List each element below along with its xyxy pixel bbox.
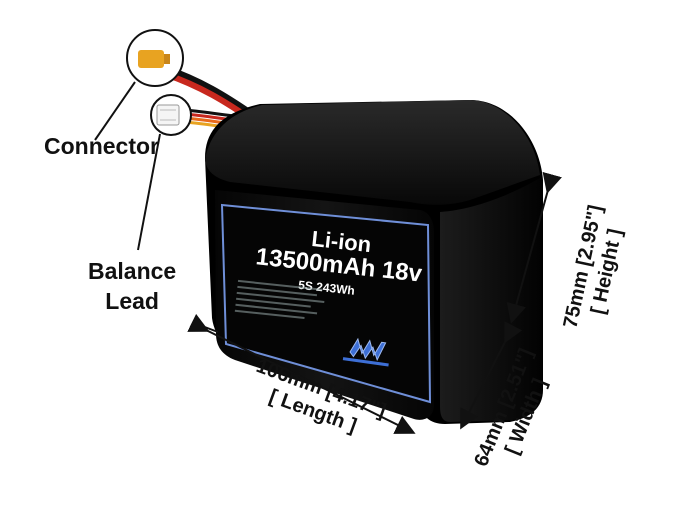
connector-callout-label: Connector — [44, 133, 159, 159]
dimension-arrows — [187, 171, 562, 434]
xt-connector-icon — [138, 50, 164, 68]
jst-plug-icon — [156, 104, 180, 126]
balance-label-line2: Lead — [105, 288, 159, 314]
label-chemistry: Li-ion — [310, 226, 372, 257]
label-config: 5S 243Wh — [298, 278, 356, 298]
balance-label-line1: Balance — [88, 258, 177, 284]
balance-lead-callout-label: Balance Lead — [88, 256, 176, 316]
connector-callout — [94, 29, 184, 141]
balance-callout — [137, 94, 192, 251]
